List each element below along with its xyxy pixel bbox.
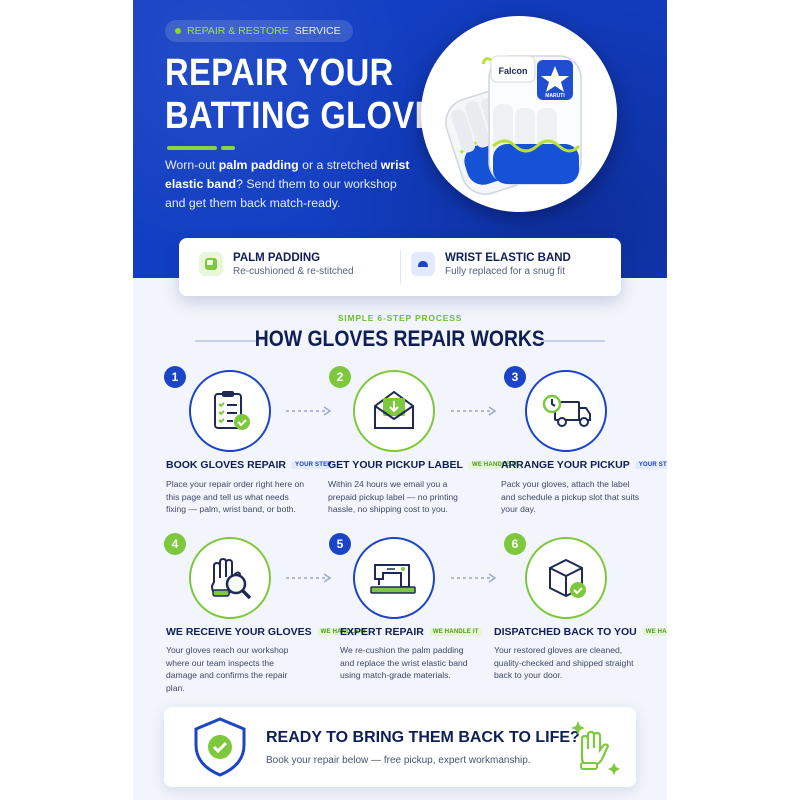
step-description-5: We re-cushion the palm padding and repla…: [340, 645, 468, 681]
feature-divider: [400, 250, 401, 284]
step-badge: WE HANDLE IT: [316, 628, 371, 636]
step-badge: WE HANDLE IT: [428, 628, 483, 636]
glove-brand-text: Falcon: [498, 66, 527, 76]
step-description-2: Within 24 hours we email you a prepaid p…: [328, 479, 458, 515]
pill-suffix: SERVICE: [294, 25, 341, 37]
hero-banner: REPAIR & RESTORE SERVICE REPAIR YOUR BAT…: [133, 0, 667, 278]
feature-title: WRIST ELASTIC BAND: [445, 252, 571, 264]
hero-title-line1: REPAIR YOUR: [165, 52, 394, 94]
step-icon-circle-3: [525, 370, 607, 452]
batting-gloves-illustration: Falcon MARUTI: [445, 55, 582, 195]
feature-subtitle: Fully replaced for a snug fit: [445, 266, 566, 277]
feature-title: PALM PADDING: [233, 252, 321, 264]
pill-dot: [175, 28, 181, 34]
title-rule-right: [541, 340, 605, 342]
step-arrow-1-2: [286, 406, 332, 416]
step-number-5: 5: [329, 533, 351, 555]
step-title-text: DISPATCHED BACK TO YOU: [494, 626, 637, 638]
step-description-3: Pack your gloves, attach the label and s…: [501, 479, 640, 515]
shield-check-icon: [194, 717, 246, 777]
step-title-text: GET YOUR PICKUP LABEL: [328, 459, 463, 471]
step-icon-circle-6: [525, 537, 607, 619]
email-envelope-icon: [374, 390, 414, 429]
step-badge: WE HANDLE IT: [467, 461, 522, 469]
title-rule-left: [195, 340, 259, 342]
step-description-1: Place your repair order right here on th…: [166, 479, 305, 515]
step-title-1: BOOK GLOVES REPAIR YOUR STEP: [166, 459, 336, 471]
glove-logo-text: MARUTI: [545, 93, 565, 99]
step-title-2: GET YOUR PICKUP LABEL WE HANDLE IT: [328, 459, 522, 471]
step-arrow-4-5: [286, 573, 332, 583]
cta-banner[interactable]: READY TO BRING THEM BACK TO LIFE? Book y…: [164, 707, 636, 787]
step-number-4: 4: [164, 533, 186, 555]
hero-title: REPAIR YOUR BATTING GLOVES: [165, 52, 459, 138]
step-arrow-2-3: [451, 406, 497, 416]
feature-subtitle: Re-cushioned & re-stitched: [233, 266, 354, 277]
hero-description: Worn-out palm padding or a stretched wri…: [165, 156, 415, 213]
feature-wrist-band: WRIST ELASTIC BAND Fully replaced for a …: [411, 252, 571, 277]
step-icon-circle-5: [353, 537, 435, 619]
service-pill: REPAIR & RESTORE SERVICE: [165, 20, 353, 42]
process-title-text: HOW GLOVES REPAIR WORKS: [254, 326, 546, 351]
step-title-6: DISPATCHED BACK TO YOU WE HANDLE IT: [494, 626, 667, 638]
pill-prefix: REPAIR & RESTORE: [187, 25, 289, 37]
lede-text-3: ? Send them to our workshop and get them…: [165, 177, 397, 210]
lede-text-1: Worn-out: [165, 158, 219, 172]
step-title-text: BOOK GLOVES REPAIR: [166, 459, 286, 471]
step-number-3: 3: [504, 366, 526, 388]
lede-bold-wrist: wrist elastic band: [165, 158, 410, 191]
hero-title-line2: BATTING GLOVES: [165, 95, 460, 137]
lede-bold-palm: palm padding: [218, 158, 299, 172]
cta-subtitle: Book your repair below — free pickup, ex…: [266, 755, 531, 766]
cta-title: READY TO BRING THEM BACK TO LIFE?: [266, 729, 580, 746]
step-icon-circle-4: [189, 537, 271, 619]
step-title-text: EXPERT REPAIR: [340, 626, 424, 638]
lede-text-2: or a stretched: [298, 158, 381, 172]
step-description-6: Your restored gloves are cleaned, qualit…: [494, 645, 634, 681]
step-badge: YOUR STEP: [291, 461, 336, 469]
sparkle-glove-icon: [571, 721, 620, 775]
process-title: HOW GLOVES REPAIR WORKS: [133, 326, 667, 352]
delivery-truck-icon: [542, 394, 591, 427]
step-title-5: EXPERT REPAIR WE HANDLE IT: [340, 626, 483, 638]
feature-palm-padding: PALM PADDING Re-cushioned & re-stitched: [199, 252, 354, 277]
step-badge: YOUR STEP: [634, 461, 667, 469]
step-arrow-5-6: [451, 573, 497, 583]
step-title-4: WE RECEIVE YOUR GLOVES WE HANDLE IT: [166, 626, 371, 638]
step-title-3: ARRANGE YOUR PICKUP YOUR STEP: [501, 459, 667, 471]
feature-card: PALM PADDING Re-cushioned & re-stitched …: [179, 238, 621, 296]
title-underline: [167, 146, 217, 150]
step-number-1: 1: [164, 366, 186, 388]
title-underline-dot: [221, 146, 235, 150]
palm-pad-icon: [199, 252, 223, 276]
glove-inspect-icon: [210, 557, 252, 600]
step-number-2: 2: [329, 366, 351, 388]
clipboard-checklist-icon: [214, 391, 250, 430]
step-icon-circle-2: [353, 370, 435, 452]
step-icon-circle-1: [189, 370, 271, 452]
package-check-icon: [549, 558, 586, 598]
step-title-text: ARRANGE YOUR PICKUP: [501, 459, 630, 471]
step-number-6: 6: [504, 533, 526, 555]
process-kicker: SIMPLE 6-STEP PROCESS: [337, 313, 463, 323]
glove-photo: Falcon MARUTI: [421, 16, 617, 212]
step-description-4: Your gloves reach our workshop where our…: [166, 645, 289, 693]
repair-infographic: REPAIR & RESTORE SERVICE REPAIR YOUR BAT…: [133, 0, 667, 800]
sewing-machine-icon: [370, 564, 416, 594]
step-title-text: WE RECEIVE YOUR GLOVES: [166, 626, 312, 638]
wrist-band-icon: [411, 252, 435, 276]
step-badge: WE HANDLE IT: [641, 628, 667, 636]
